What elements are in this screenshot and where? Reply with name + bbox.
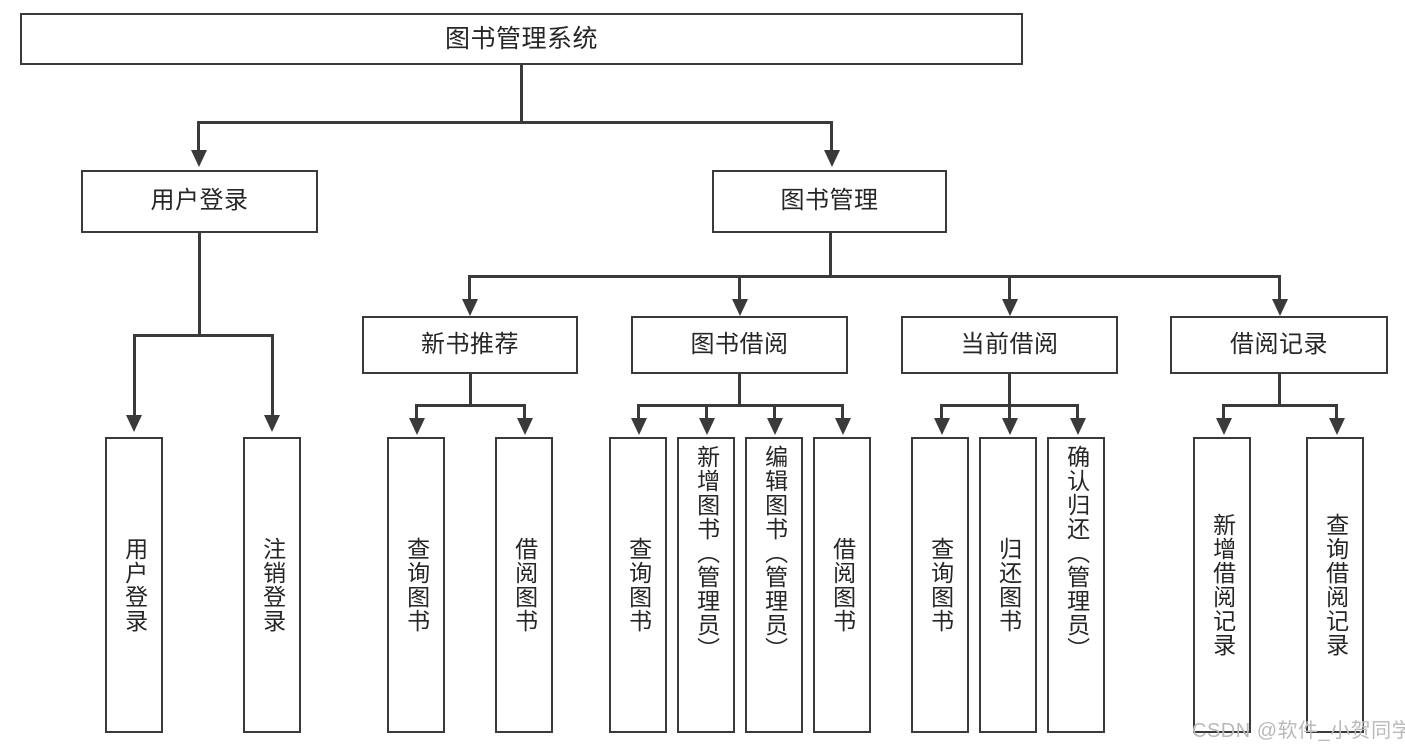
arrowhead-new-book — [462, 299, 478, 316]
node-current-borrow[interactable]: 当前借阅 — [901, 316, 1118, 374]
connector-book-borrow-bus — [637, 404, 842, 407]
connector-current-borrow-stem — [1008, 374, 1011, 406]
node-label: 图书管理系统 — [444, 25, 598, 53]
node-label: 当前借阅 — [960, 330, 1059, 358]
leaf-user-login[interactable]: 用户登录 — [105, 437, 163, 733]
connector-level3-bus — [468, 275, 1279, 278]
connector-user-login-bus — [133, 334, 273, 337]
arrowhead-bb-3 — [835, 418, 851, 435]
connector-new-book-stem — [469, 374, 472, 406]
leaf-bb-edit-book-admin[interactable]: 编辑图书（管理员） — [745, 437, 803, 733]
node-label: 新书推荐 — [421, 330, 519, 358]
connector-drop-book-borrow — [738, 275, 741, 300]
connector-drop-bb-0 — [637, 404, 640, 419]
arrowhead-br-1 — [1329, 418, 1345, 435]
arrowhead-cb-2 — [1070, 418, 1086, 435]
connector-drop-cb-1 — [1008, 404, 1011, 419]
leaf-bb-query-book[interactable]: 查询图书 — [609, 437, 667, 733]
node-new-book-recommend[interactable]: 新书推荐 — [362, 316, 578, 374]
node-book-manage[interactable]: 图书管理 — [712, 170, 947, 233]
leaf-cb-confirm-return-admin[interactable]: 确认归还（管理员） — [1047, 437, 1105, 733]
arrowhead-leaf-user-login — [126, 415, 142, 432]
connector-drop-bb-2 — [773, 404, 776, 419]
node-root-system[interactable]: 图书管理系统 — [20, 13, 1023, 65]
connector-drop-br-0 — [1222, 404, 1225, 419]
connector-root-stem — [520, 64, 523, 123]
node-label: 借阅记录 — [1230, 330, 1328, 358]
arrowhead-book-borrow — [732, 299, 748, 316]
connector-borrow-record-stem — [1278, 374, 1281, 406]
leaf-br-add-record[interactable]: 新增借阅记录 — [1193, 437, 1251, 733]
connector-drop-user-login — [197, 121, 200, 151]
connector-drop-book-manage — [830, 121, 833, 151]
node-borrow-record[interactable]: 借阅记录 — [1170, 316, 1388, 374]
node-label: 用户登录 — [150, 187, 249, 215]
connector-drop-nb-1 — [523, 404, 526, 419]
leaf-logout[interactable]: 注销登录 — [243, 437, 301, 733]
connector-book-manage-stem — [829, 232, 832, 277]
leaf-nb-borrow-book[interactable]: 借阅图书 — [495, 437, 553, 733]
node-user-login[interactable]: 用户登录 — [81, 170, 318, 233]
node-label: 查询图书 — [625, 537, 652, 633]
arrowhead-book-manage — [824, 150, 840, 167]
node-label: 查询图书 — [927, 537, 954, 633]
connector-drop-bb-3 — [841, 404, 844, 419]
leaf-bb-borrow-book[interactable]: 借阅图书 — [813, 437, 871, 733]
connector-book-borrow-stem — [738, 374, 741, 406]
arrowhead-current-borrow — [1002, 299, 1018, 316]
arrowhead-leaf-logout — [264, 415, 280, 432]
node-label: 图书管理 — [780, 187, 879, 215]
leaf-bb-add-book-admin[interactable]: 新增图书（管理员） — [677, 437, 735, 733]
node-label: 新增借阅记录 — [1209, 513, 1236, 657]
connector-drop-cb-0 — [940, 404, 943, 419]
leaf-cb-return-book[interactable]: 归还图书 — [979, 437, 1037, 733]
node-label: 借阅图书 — [829, 537, 856, 633]
arrowhead-bb-1 — [699, 418, 715, 435]
node-label: 归还图书 — [995, 537, 1022, 633]
node-label: 查询借阅记录 — [1322, 513, 1349, 657]
connector-drop-new-book — [468, 275, 471, 300]
watermark-text: CSDN @软件_小贺同学 — [1192, 720, 1405, 742]
node-label: 借阅图书 — [511, 537, 538, 633]
arrowhead-bb-2 — [767, 418, 783, 435]
node-label: 用户登录 — [121, 537, 148, 633]
connector-top-bus — [197, 121, 832, 124]
node-label: 编辑图书（管理员） — [761, 445, 788, 661]
connector-drop-current-borrow — [1008, 275, 1011, 300]
node-label: 确认归还（管理员） — [1063, 445, 1090, 661]
node-book-borrow[interactable]: 图书借阅 — [631, 316, 848, 374]
leaf-nb-query-book[interactable]: 查询图书 — [387, 437, 445, 733]
node-label: 新增图书（管理员） — [693, 445, 720, 661]
arrowhead-borrow-record — [1272, 299, 1288, 316]
connector-drop-leaf-user-login — [133, 334, 136, 416]
arrowhead-user-login — [191, 150, 207, 167]
leaf-cb-query-book[interactable]: 查询图书 — [911, 437, 969, 733]
arrowhead-bb-0 — [631, 418, 647, 435]
node-label: 注销登录 — [259, 537, 286, 633]
connector-drop-leaf-logout — [271, 334, 274, 416]
connector-drop-cb-2 — [1076, 404, 1079, 419]
arrowhead-br-0 — [1216, 418, 1232, 435]
connector-borrow-record-bus — [1222, 404, 1337, 407]
connector-user-login-stem — [198, 232, 201, 336]
arrowhead-cb-0 — [934, 418, 950, 435]
arrowhead-nb-1 — [517, 418, 533, 435]
arrowhead-cb-1 — [1002, 418, 1018, 435]
node-label: 查询图书 — [403, 537, 430, 633]
arrowhead-nb-0 — [409, 418, 425, 435]
connector-drop-nb-0 — [415, 404, 418, 419]
connector-drop-br-1 — [1335, 404, 1338, 419]
connector-new-book-bus — [415, 404, 525, 407]
connector-drop-borrow-record — [1278, 275, 1281, 300]
leaf-br-query-record[interactable]: 查询借阅记录 — [1306, 437, 1364, 733]
connector-drop-bb-1 — [705, 404, 708, 419]
node-label: 图书借阅 — [690, 330, 789, 358]
